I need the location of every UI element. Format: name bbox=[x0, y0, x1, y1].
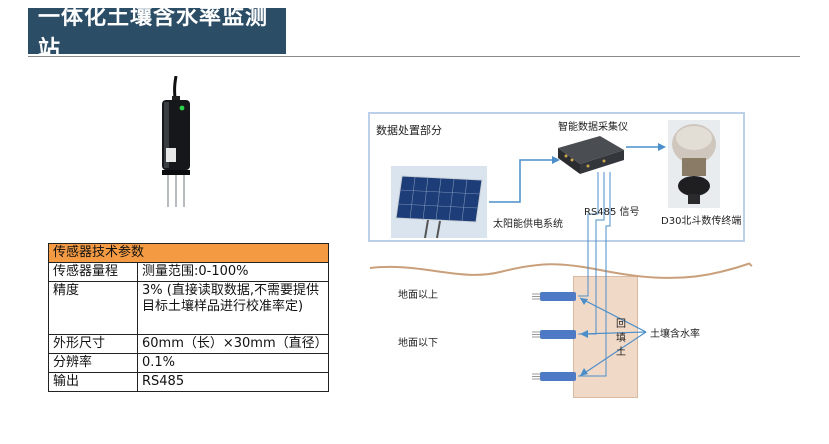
table-row: 分辨率 0.1% bbox=[48, 353, 329, 373]
table-row: 输出 RS485 bbox=[48, 372, 329, 392]
table-row: 精度 3% (直接读取数据,不需要提供目标土壤样品进行校准率定) bbox=[48, 281, 329, 335]
title-divider bbox=[28, 56, 800, 57]
buried-sensor-2 bbox=[532, 330, 576, 339]
solar-panel-image bbox=[391, 166, 487, 239]
rs485-label: RS485 信号 bbox=[584, 207, 640, 218]
sensor-spec-table: 传感器技术参数 传感器量程 测量范围:0-100% 精度 3% (直接读取数据,… bbox=[48, 243, 329, 392]
ground-surface-line bbox=[369, 262, 753, 279]
table-header: 传感器技术参数 bbox=[48, 243, 329, 263]
page-title-text: 一体化土壤含水率监测站 bbox=[38, 5, 269, 62]
soil-sensor-image bbox=[162, 76, 190, 207]
beidou-label: D30北斗数传终端 bbox=[661, 216, 742, 227]
below-ground-label: 地面以下 bbox=[398, 338, 438, 349]
backfill-label: 回 填 土 bbox=[616, 318, 626, 360]
buried-sensor-1 bbox=[532, 292, 576, 301]
moisture-label: 土壤含水率 bbox=[650, 329, 700, 340]
beidou-terminal-image bbox=[668, 120, 720, 208]
page-title: 一体化土壤含水率监测站 bbox=[28, 5, 286, 62]
collector-label: 智能数据采集仪 bbox=[558, 122, 628, 133]
backfill-char: 回 bbox=[616, 319, 626, 330]
backfill-char: 土 bbox=[616, 347, 626, 358]
data-collector-image bbox=[558, 136, 624, 174]
row-label: 输出 bbox=[48, 372, 138, 392]
row-value: 3% (直接读取数据,不需要提供目标土壤样品进行校准率定) bbox=[137, 281, 329, 335]
processing-section-label: 数据处置部分 bbox=[376, 124, 442, 137]
buried-sensor-3 bbox=[532, 372, 576, 381]
above-ground-label: 地面以上 bbox=[398, 290, 438, 301]
table-header-row: 传感器技术参数 bbox=[48, 243, 329, 263]
backfill-char: 填 bbox=[616, 333, 626, 344]
data-processing-box bbox=[368, 112, 745, 242]
row-label: 精度 bbox=[48, 281, 138, 335]
row-label: 分辨率 bbox=[48, 353, 138, 373]
row-value: RS485 bbox=[137, 372, 329, 392]
solar-label: 太阳能供电系统 bbox=[493, 219, 563, 230]
